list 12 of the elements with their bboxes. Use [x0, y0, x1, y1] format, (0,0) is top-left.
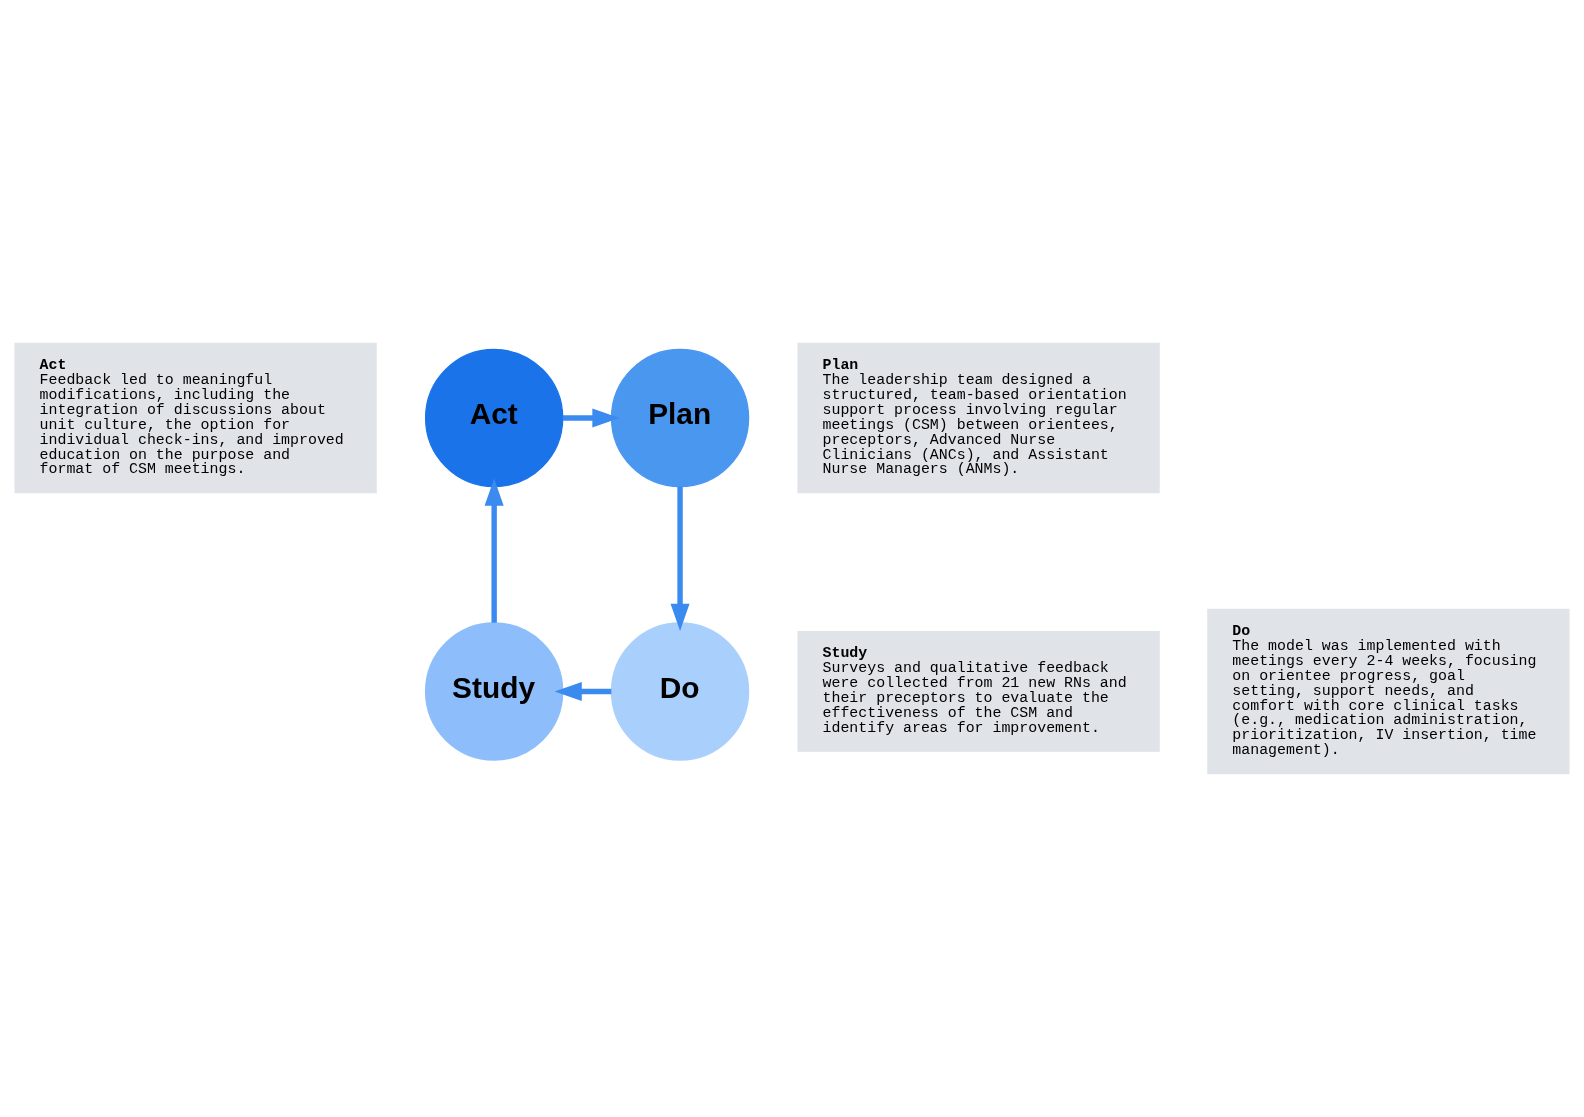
- arrow: [484, 478, 504, 623]
- node-box: Do The model was implemented with meetings every 2-4 weeks, focusing on orientee progress, goal setting, support needs, and comfort with core clinical tasks (e.g., medication administration, prioritization, IV insertion, time management).: [1207, 608, 1570, 775]
- arrow: [554, 681, 612, 701]
- arrow: [670, 486, 690, 631]
- node-circle: Act: [424, 348, 564, 488]
- node-box: Act Feedback led to meaningful modifications, including the integration of discussions about unit culture, the option for individual check-ins, and improved education on the purpose and format of CSM meetings.: [14, 342, 377, 494]
- arrow: [562, 408, 620, 428]
- node-circle: Do: [610, 622, 750, 761]
- node-circle: Plan: [610, 348, 750, 488]
- node-circle: Study: [424, 622, 564, 761]
- node-box: Study Surveys and qualitative feedback were collected from 21 new RNs and their preceptors to evaluate the effectiveness of the CSM and identify areas for improvement.: [797, 631, 1160, 752]
- node-box: Plan The leadership team designed a structured, team-based orientation support process involving regular meetings (CSM) between orientees, preceptors, Advanced Nurse Clinicians (ANCs), and Assistant Nurse Managers (ANMs).: [797, 342, 1160, 494]
